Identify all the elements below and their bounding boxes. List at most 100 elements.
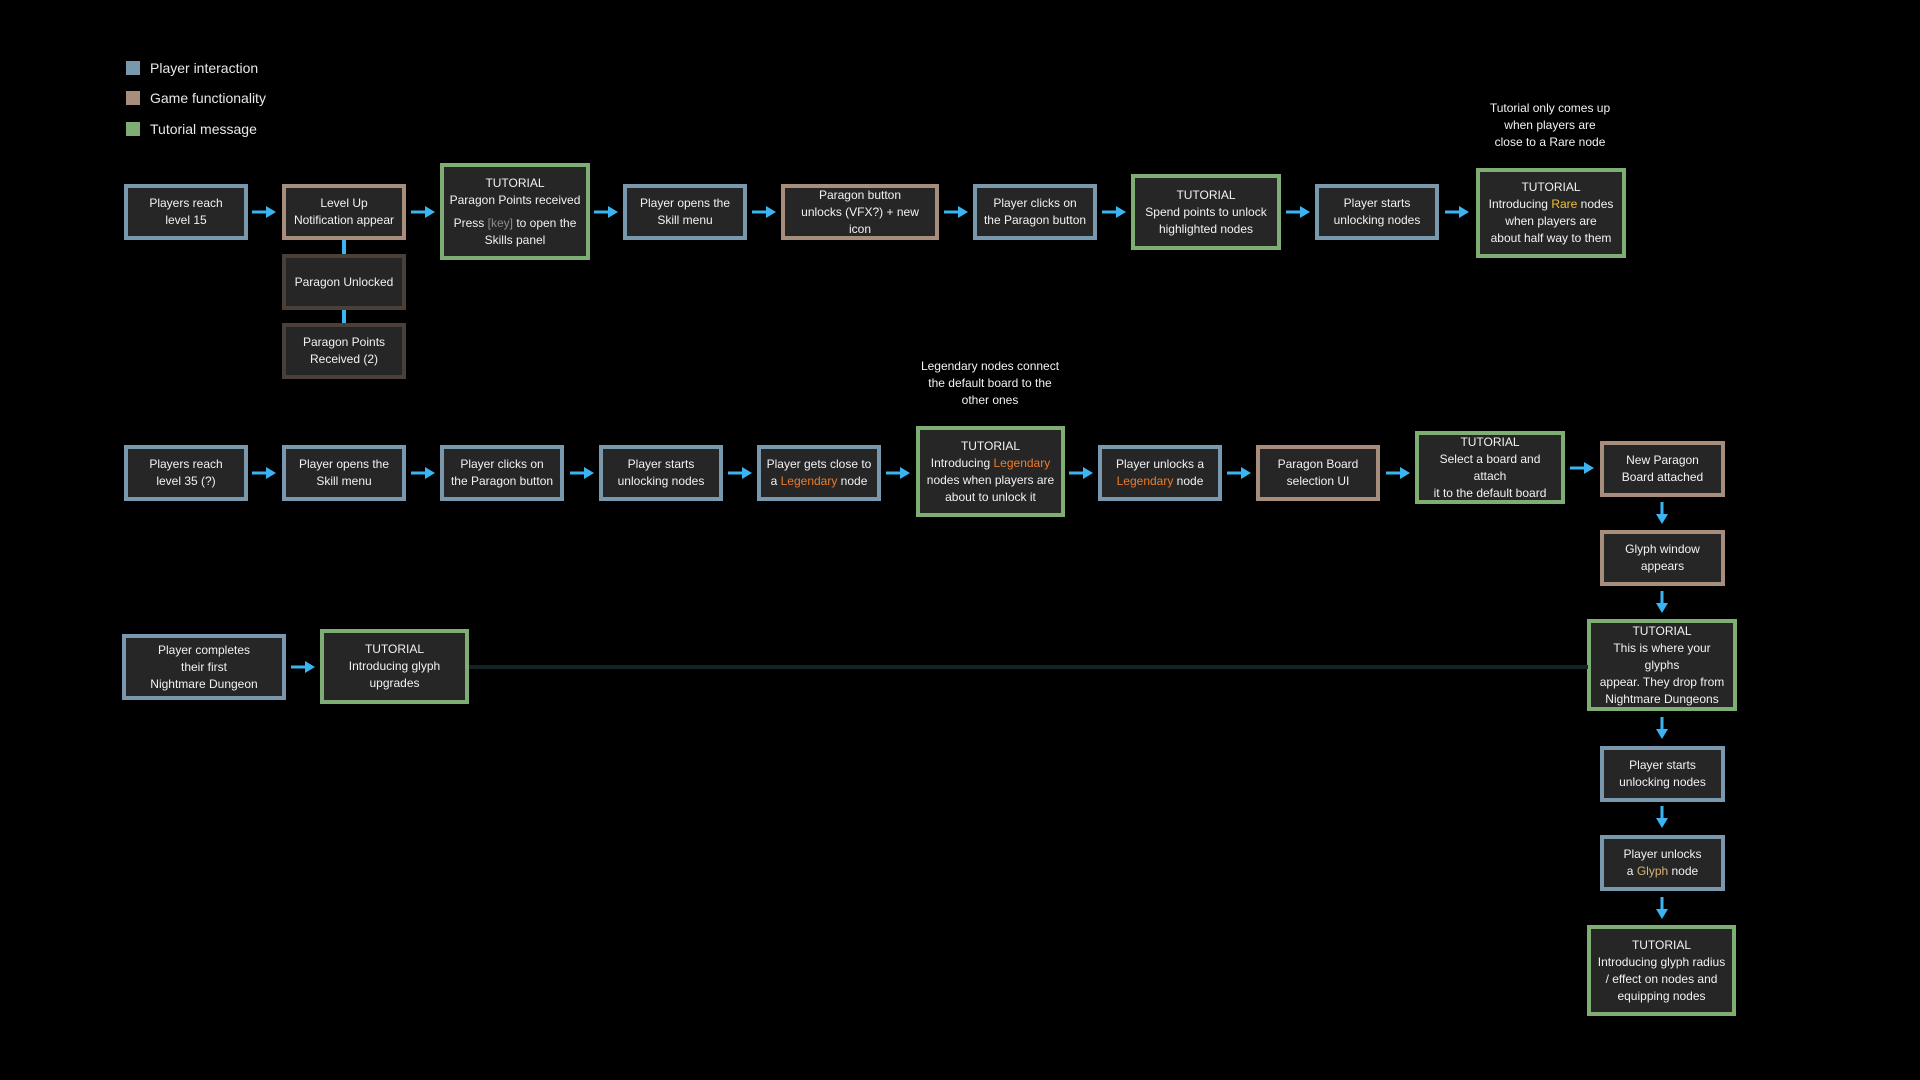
annotation-rare-note: Tutorial only comes up when players are … [1470, 100, 1630, 151]
tutorial-glyph-radius[interactable]: TUTORIAL Introducing glyph radius / effe… [1587, 925, 1736, 1016]
node-player-unlocks-legendary[interactable]: Player unlocks a Legendary node [1098, 445, 1222, 501]
note-text: Legendary nodes connect [920, 359, 1060, 373]
legend-item-tutorial-message: Tutorial message [126, 121, 257, 137]
node-text: nodes when players are [926, 472, 1055, 487]
arrow-down-icon [1656, 806, 1668, 828]
node-text: Skill menu [657, 213, 713, 227]
highlight-legendary: Legendary [993, 455, 1051, 470]
node-text: Player starts [1629, 758, 1696, 772]
legend-label: Tutorial message [150, 121, 257, 137]
node-text: Introducing Rare nodes [1488, 197, 1614, 211]
tutorial-paragon-points-received[interactable]: TUTORIAL Paragon Points received Press [… [440, 163, 590, 260]
node-text: Introducing glyph radius [1597, 954, 1726, 969]
tutorial-heading: TUTORIAL [485, 175, 545, 190]
arrow-right-icon [1445, 206, 1469, 218]
node-text: Player starts [627, 457, 695, 471]
node-text: unlocking nodes [1619, 775, 1706, 789]
node-paragon-unlocked[interactable]: Paragon Unlocked [282, 254, 406, 310]
node-player-opens-skill-menu[interactable]: Player opens the Skill menu [282, 445, 406, 501]
node-text: highlighted nodes [1158, 221, 1254, 236]
arrow-right-icon [1286, 206, 1310, 218]
node-text: unlocking nodes [617, 474, 705, 488]
tutorial-heading: TUTORIAL [1631, 937, 1692, 952]
note-text: close to a Rare node [1494, 135, 1606, 149]
node-text: upgrades [369, 676, 420, 690]
node-players-reach-level-35[interactable]: Players reach level 35 (?) [124, 445, 248, 501]
node-player-completes-nightmare-dungeon[interactable]: Player completes their first Nightmare D… [122, 634, 286, 700]
arrow-right-icon [1069, 467, 1093, 479]
node-player-starts-unlocking[interactable]: Player starts unlocking nodes [1315, 184, 1439, 240]
node-text: New Paragon [1626, 453, 1699, 467]
node-players-reach-level-15[interactable]: Players reach level 15 [124, 184, 248, 240]
node-text: Skill menu [316, 474, 372, 488]
node-glyph-window-appears[interactable]: Glyph window appears [1600, 530, 1725, 586]
node-text: Player unlocks a [1115, 457, 1205, 471]
node-text: a Glyph node [1626, 864, 1699, 878]
node-text: Received (2) [309, 352, 379, 366]
node-text: Paragon Unlocked [294, 274, 394, 289]
tutorial-heading: TUTORIAL [1521, 180, 1581, 194]
legend-label: Game functionality [150, 90, 266, 106]
tutorial-select-board[interactable]: TUTORIAL Select a board and attach it to… [1415, 431, 1565, 504]
node-text: Player opens the [298, 457, 390, 471]
node-paragon-button-unlocks[interactable]: Paragon button unlocks (VFX?) + new icon [781, 184, 939, 240]
arrow-down-icon [1656, 591, 1668, 613]
arrow-right-icon [411, 206, 435, 218]
arrow-right-icon [252, 206, 276, 218]
arrow-right-icon [570, 467, 594, 479]
node-text: when players are [1505, 214, 1597, 228]
node-text: about to unlock it [945, 489, 1036, 504]
node-text: Introducing Legendary [930, 455, 1051, 470]
highlight-glyph: Glyph [1636, 864, 1669, 878]
tutorial-glyph-upgrades[interactable]: TUTORIAL Introducing glyph upgrades [320, 629, 469, 704]
highlight-rare: Rare [1551, 197, 1578, 211]
node-text: Nightmare Dungeon [150, 676, 258, 691]
node-text: equipping nodes [1617, 988, 1706, 1003]
node-text: about half way to them [1490, 231, 1612, 245]
arrow-down-icon [1656, 717, 1668, 739]
note-text: the default board to the [928, 376, 1052, 390]
tutorial-glyphs-appear[interactable]: TUTORIAL This is where your glyphs appea… [1587, 619, 1737, 711]
legend-swatch-tutorial [126, 122, 140, 136]
arrow-right-icon [594, 206, 618, 218]
node-text: Player starts [1343, 196, 1411, 210]
node-player-clicks-paragon-button[interactable]: Player clicks on the Paragon button [440, 445, 564, 501]
node-text: Board attached [1621, 470, 1704, 484]
node-text: appear. They drop from [1599, 674, 1725, 689]
node-text: Select a board and attach [1439, 451, 1541, 483]
highlight-legendary: Legendary [780, 474, 838, 488]
node-level-up-notification[interactable]: Level Up Notification appear [282, 184, 406, 240]
node-text: / effect on nodes and [1605, 971, 1718, 986]
node-text: Player clicks on [460, 457, 544, 471]
node-player-starts-unlocking[interactable]: Player starts unlocking nodes [599, 445, 723, 501]
tutorial-spend-points[interactable]: TUTORIAL Spend points to unlock highligh… [1131, 174, 1281, 250]
arrow-right-icon [291, 661, 315, 673]
tutorial-heading: TUTORIAL [1632, 623, 1692, 638]
node-new-paragon-board-attached[interactable]: New Paragon Board attached [1600, 441, 1725, 497]
arrow-down-icon [1656, 502, 1668, 524]
tutorial-introducing-rare-nodes[interactable]: TUTORIAL Introducing Rare nodes when pla… [1476, 168, 1626, 258]
node-player-clicks-paragon-button[interactable]: Player clicks on the Paragon button [973, 184, 1097, 240]
connector-line [342, 310, 346, 323]
legend-label: Player interaction [150, 60, 259, 76]
node-player-close-to-legendary[interactable]: Player gets close to a Legendary node [757, 445, 881, 501]
node-player-opens-skill-menu[interactable]: Player opens the Skill menu [623, 184, 747, 240]
connector-line [342, 240, 346, 254]
node-text: selection UI [1286, 474, 1350, 488]
legend-item-game-functionality: Game functionality [126, 90, 266, 106]
node-text: the Paragon button [983, 213, 1087, 227]
arrow-right-icon [944, 206, 968, 218]
node-paragon-points-received[interactable]: Paragon Points Received (2) [282, 323, 406, 379]
node-player-unlocks-glyph[interactable]: Player unlocks a Glyph node [1600, 835, 1725, 891]
node-player-starts-unlocking-glyph[interactable]: Player starts unlocking nodes [1600, 746, 1725, 802]
node-text: Introducing glyph [348, 659, 441, 673]
node-paragon-board-selection-ui[interactable]: Paragon Board selection UI [1256, 445, 1380, 501]
tutorial-heading: TUTORIAL [1460, 434, 1520, 449]
node-text: Players reach [149, 457, 223, 471]
arrow-right-icon [1570, 462, 1594, 474]
node-text: it to the default board [1433, 485, 1547, 500]
tutorial-introducing-legendary-nodes[interactable]: TUTORIAL Introducing Legendary nodes whe… [916, 426, 1065, 517]
node-text: Paragon Board [1277, 457, 1359, 471]
node-text: appears [1640, 559, 1685, 573]
highlight-legendary: Legendary [1116, 474, 1174, 488]
